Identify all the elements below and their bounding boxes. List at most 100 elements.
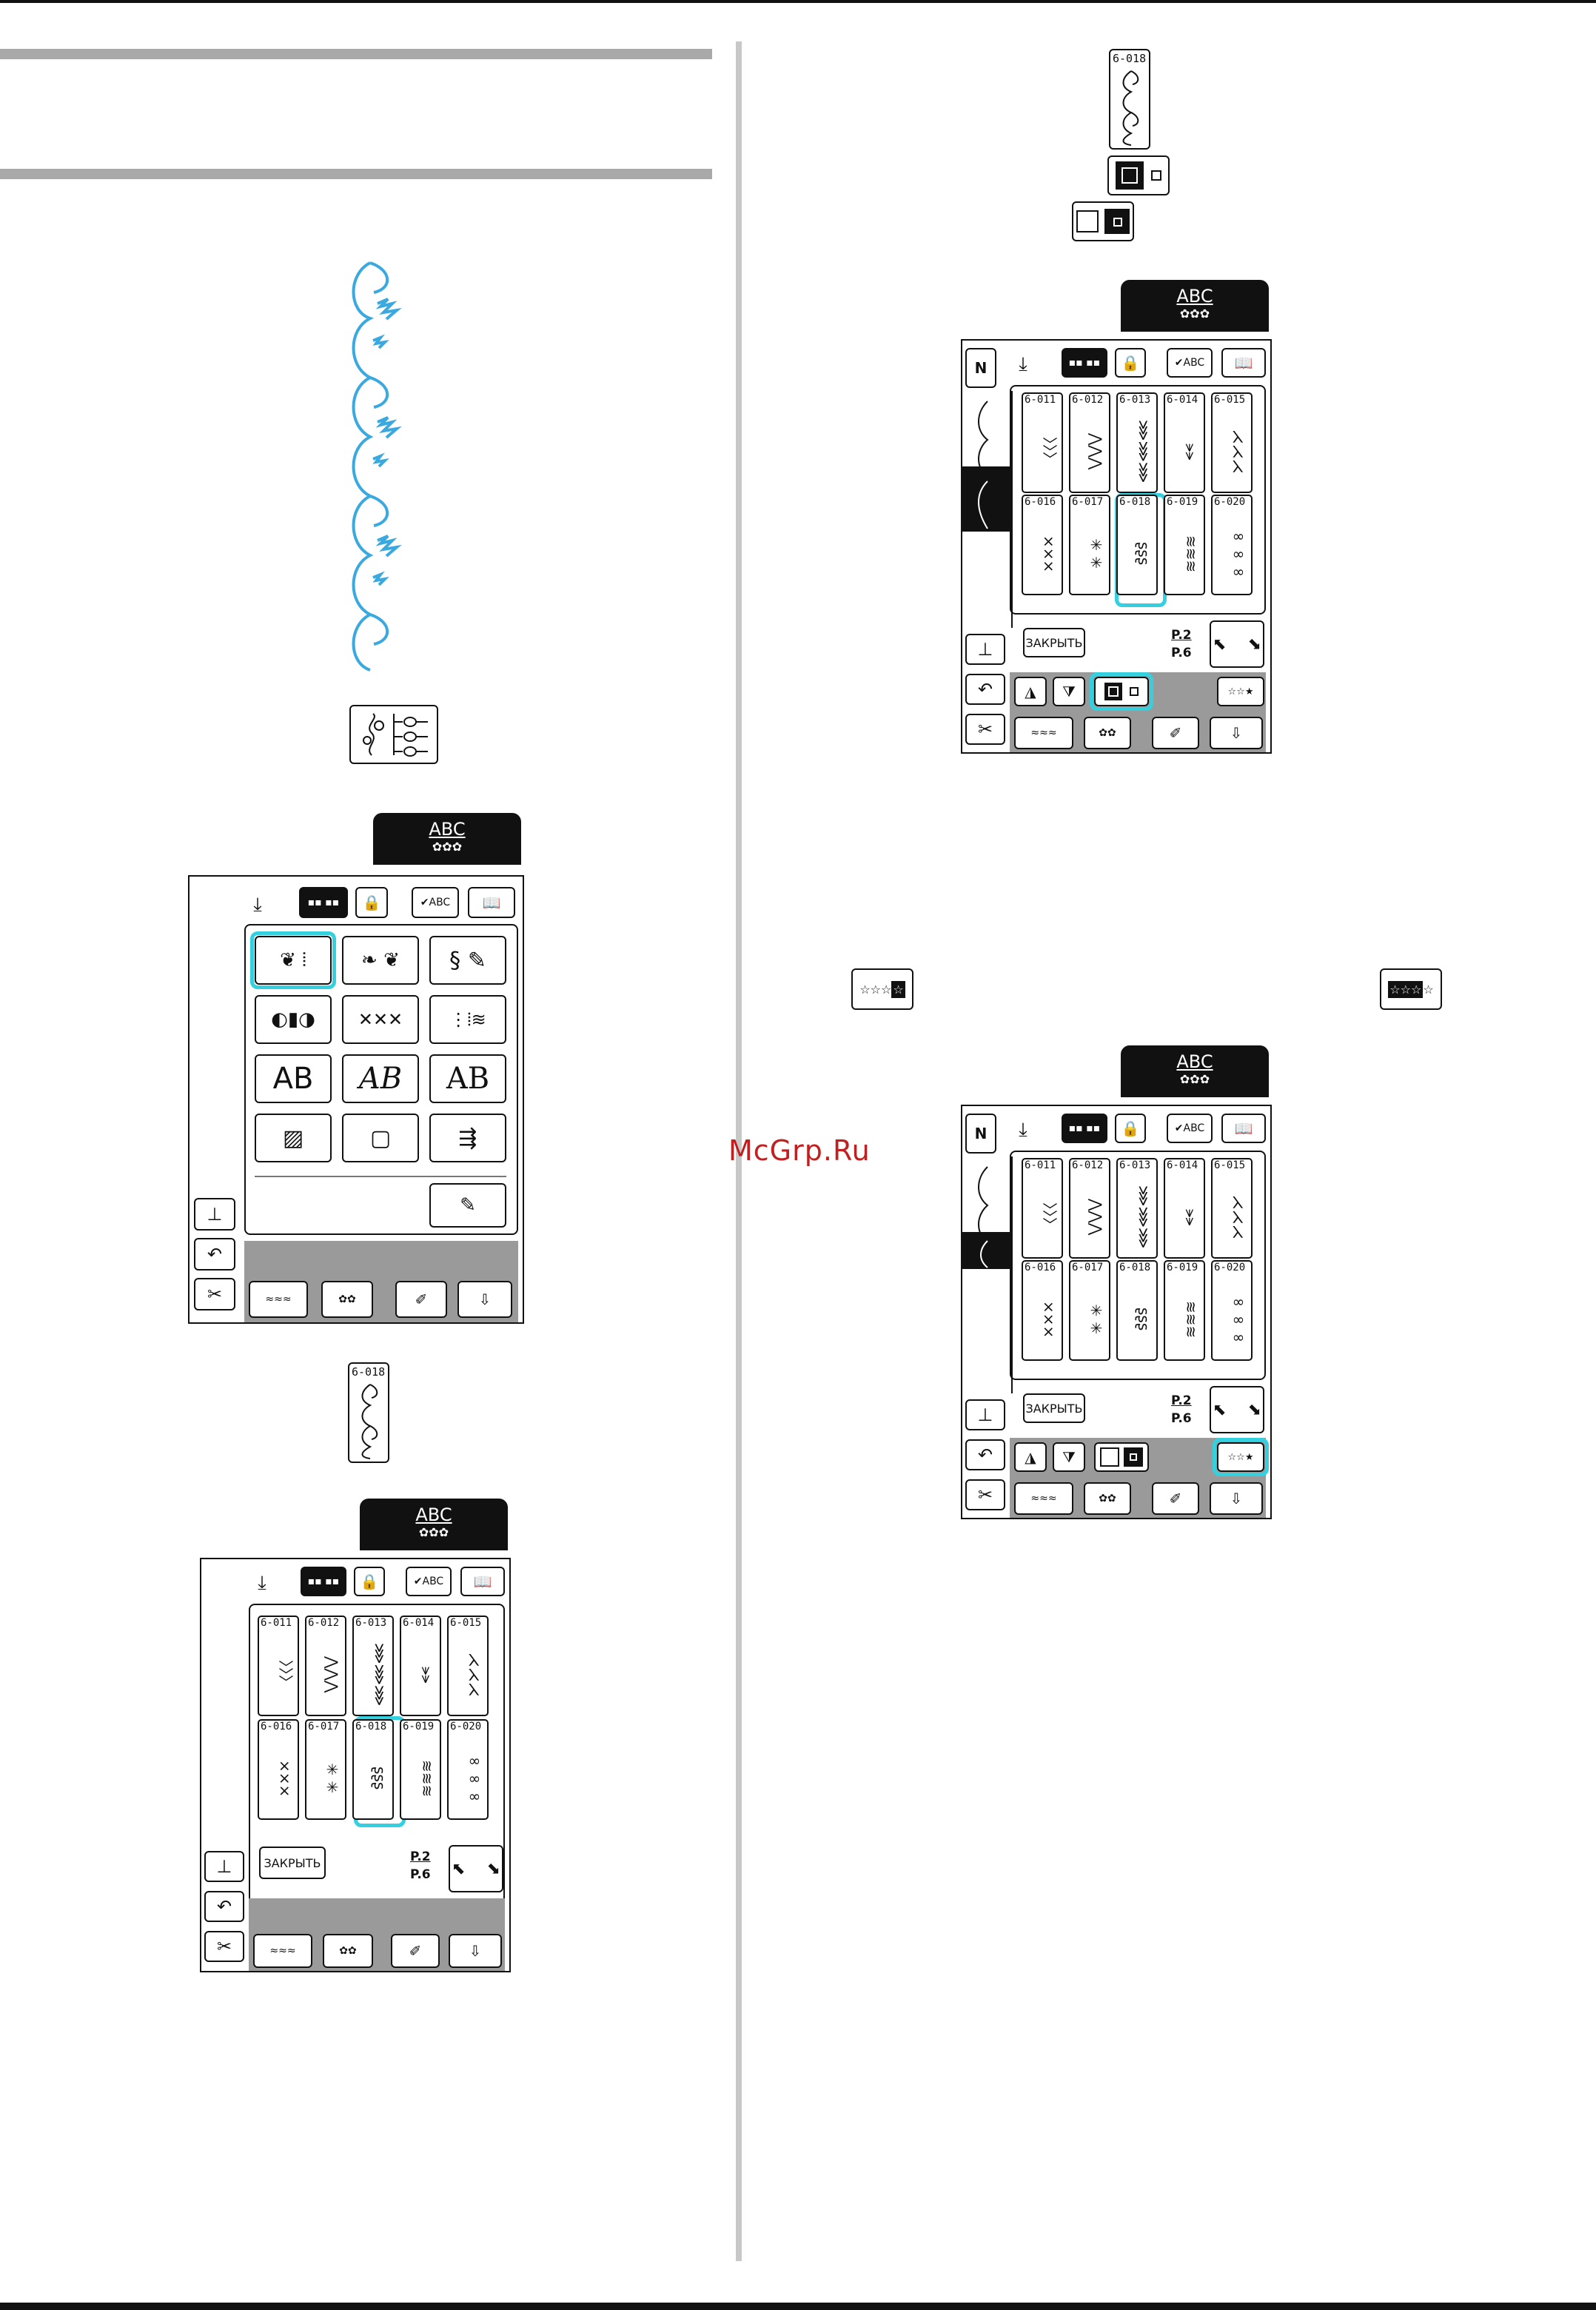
pattern-cell[interactable]: 6-012⋀⋀⋀ (1069, 1158, 1110, 1259)
needle-icon[interactable]: ⤓ (247, 1568, 277, 1598)
category-s-shape[interactable]: § ✎ (429, 936, 506, 985)
twin-needle-button[interactable]: ▪▪ ▪▪ (1062, 348, 1107, 378)
category-heart[interactable]: ❧ ❦ (342, 936, 419, 985)
category-satin[interactable]: ◐▮◑ (255, 995, 332, 1044)
reverse-button[interactable]: ↶ (204, 1891, 244, 1922)
category-script-font[interactable]: AB (342, 1054, 419, 1103)
stitch-6-018-key[interactable]: 6-018 (348, 1362, 389, 1463)
category-pocket[interactable]: ▢ (342, 1114, 419, 1162)
category-gothic-font[interactable]: AB (255, 1054, 332, 1103)
pattern-cell[interactable]: 6-020∞∞∞ (1211, 495, 1253, 595)
character-mode-button[interactable]: ✿✿ (323, 1934, 373, 1968)
category-outline-font[interactable]: AB (429, 1054, 506, 1103)
foot-n-button[interactable]: N (965, 348, 996, 388)
utility-stitch-mode-button[interactable]: ≈≈≈ (249, 1281, 308, 1318)
reverse-button[interactable]: ↶ (965, 1439, 1005, 1470)
category-usb[interactable]: ⇶ (429, 1114, 506, 1162)
pattern-cell[interactable]: 6-016⨯⨯⨯ (1022, 495, 1063, 595)
mirror-vertical-button[interactable]: ⧩ (1053, 677, 1085, 706)
density-normal-key[interactable]: ☆☆☆☆ (851, 968, 913, 1010)
pattern-cell[interactable]: 6-016⨯⨯⨯ (258, 1719, 299, 1820)
twin-needle-button[interactable]: ▪▪ ▪▪ (299, 887, 348, 918)
pattern-cell[interactable]: 6-019≋≋≋ (1164, 1260, 1205, 1361)
check-abc-button[interactable]: ✔ABC (406, 1567, 452, 1596)
abc-tab[interactable]: ABC ✿✿✿ (1121, 1045, 1269, 1097)
pattern-cell[interactable]: 6-020∞∞∞ (1211, 1260, 1253, 1361)
my-custom-stitch-button[interactable]: ✎ (429, 1183, 506, 1228)
edit-button[interactable]: ✐ (1152, 1482, 1199, 1515)
page-scroll-button[interactable]: ⬉⬊ (1210, 620, 1264, 668)
reverse-button[interactable]: ↶ (194, 1238, 235, 1270)
pattern-cell[interactable]: 6-013⋙⋙⋙ (352, 1616, 394, 1716)
page-scroll-button[interactable]: ⬉⬊ (449, 1845, 503, 1892)
needle-icon[interactable]: ⤓ (1008, 1115, 1038, 1145)
pattern-cell[interactable]: 6-012⋀⋀⋀ (305, 1616, 346, 1716)
pattern-cell[interactable]: 6-019≋≋≋ (1164, 495, 1205, 595)
lock-icon[interactable]: 🔒 (1115, 348, 1146, 378)
presser-foot-button[interactable]: ⊥ (965, 634, 1005, 665)
pattern-cell[interactable]: 6-013⋙⋙⋙ (1116, 1158, 1158, 1259)
close-button[interactable]: ЗАКРЫТЬ (1023, 628, 1085, 657)
presser-foot-button[interactable]: ⊥ (204, 1851, 244, 1882)
category-utility[interactable]: ⋮⦙≋ (429, 995, 506, 1044)
pattern-cell[interactable]: 6-011〉〉〉 (1022, 392, 1063, 493)
character-mode-button[interactable]: ✿✿ (1084, 717, 1131, 749)
memory-button[interactable]: ⇩ (449, 1934, 502, 1968)
manual-icon[interactable]: 📖 (1221, 348, 1266, 378)
mirror-horizontal-button[interactable]: ◮ (1014, 1442, 1047, 1472)
edit-button[interactable]: ✐ (1152, 717, 1199, 749)
pattern-cell[interactable]: 6-014⪫⪫ (1164, 1158, 1205, 1259)
abc-tab[interactable]: ABC ✿✿✿ (360, 1499, 508, 1550)
category-floral[interactable]: ❦ ⦙ (255, 936, 332, 985)
pattern-cell[interactable]: 6-011〉〉〉 (1022, 1158, 1063, 1259)
memory-button[interactable]: ⇩ (1210, 1482, 1263, 1515)
pattern-cell[interactable]: 6-020∞∞∞ (447, 1719, 489, 1820)
pattern-cell[interactable]: 6-017✳✳ (305, 1719, 346, 1820)
check-abc-button[interactable]: ✔ABC (1167, 1114, 1213, 1143)
pattern-cell[interactable]: 6-014⪫⪫ (1164, 392, 1205, 493)
page-scroll-button[interactable]: ⬉⬊ (1210, 1386, 1264, 1433)
size-button[interactable] (1094, 677, 1149, 706)
needle-icon[interactable]: ⤓ (1008, 349, 1038, 379)
thread-cut-button[interactable]: ✂ (194, 1278, 235, 1310)
pattern-cell[interactable]: 6-011〉〉〉 (258, 1616, 299, 1716)
pattern-cell[interactable]: 6-017✳✳ (1069, 1260, 1110, 1361)
pattern-cell[interactable]: 6-014⪫⪫ (400, 1616, 441, 1716)
manual-icon[interactable]: 📖 (468, 887, 515, 918)
density-button[interactable]: ☆☆★ (1217, 677, 1264, 706)
memory-button[interactable]: ⇩ (457, 1281, 512, 1318)
character-mode-button[interactable]: ✿✿ (1084, 1482, 1131, 1515)
thread-cut-button[interactable]: ✂ (204, 1931, 244, 1962)
twin-needle-button[interactable]: ▪▪ ▪▪ (301, 1567, 346, 1596)
size-small-key[interactable] (1072, 201, 1134, 241)
pattern-cell[interactable]: 6-019≋≋≋ (400, 1719, 441, 1820)
check-abc-button[interactable]: ✔ABC (1167, 348, 1213, 378)
check-abc-button[interactable]: ✔ABC (412, 887, 459, 918)
pattern-cell[interactable]: 6-015⋌⋌⋌ (1211, 1158, 1253, 1259)
edit-button[interactable]: ✐ (395, 1281, 447, 1318)
abc-tab[interactable]: ABC ✿✿✿ (373, 813, 521, 865)
mirror-vertical-button[interactable]: ⧩ (1053, 1442, 1085, 1472)
size-large-key[interactable] (1107, 155, 1170, 195)
thread-cut-button[interactable]: ✂ (965, 714, 1005, 745)
abc-tab[interactable]: ABC ✿✿✿ (1121, 280, 1269, 332)
twin-needle-button[interactable]: ▪▪ ▪▪ (1062, 1114, 1107, 1143)
presser-foot-button[interactable]: ⊥ (194, 1198, 235, 1231)
pattern-cell[interactable]: 6-016⨯⨯⨯ (1022, 1260, 1063, 1361)
manual-icon[interactable]: 📖 (1221, 1114, 1266, 1143)
density-button[interactable]: ☆☆★ (1217, 1442, 1264, 1472)
stitch-6-018-key-right[interactable]: 6-018 (1109, 49, 1150, 150)
utility-stitch-mode-button[interactable]: ≈≈≈ (253, 1934, 312, 1968)
pattern-cell[interactable]: 6-015⋌⋌⋌ (447, 1616, 489, 1716)
pattern-cell[interactable]: 6-017✳✳ (1069, 495, 1110, 595)
lock-icon[interactable]: 🔒 (1115, 1114, 1146, 1143)
mirror-horizontal-button[interactable]: ◮ (1014, 677, 1047, 706)
utility-stitch-mode-button[interactable]: ≈≈≈ (1014, 717, 1073, 749)
needle-icon[interactable]: ⤓ (243, 890, 272, 920)
category-saved[interactable]: ▨ (255, 1114, 332, 1162)
edit-button[interactable]: ✐ (391, 1934, 440, 1968)
decorative-category-key[interactable] (349, 705, 438, 764)
